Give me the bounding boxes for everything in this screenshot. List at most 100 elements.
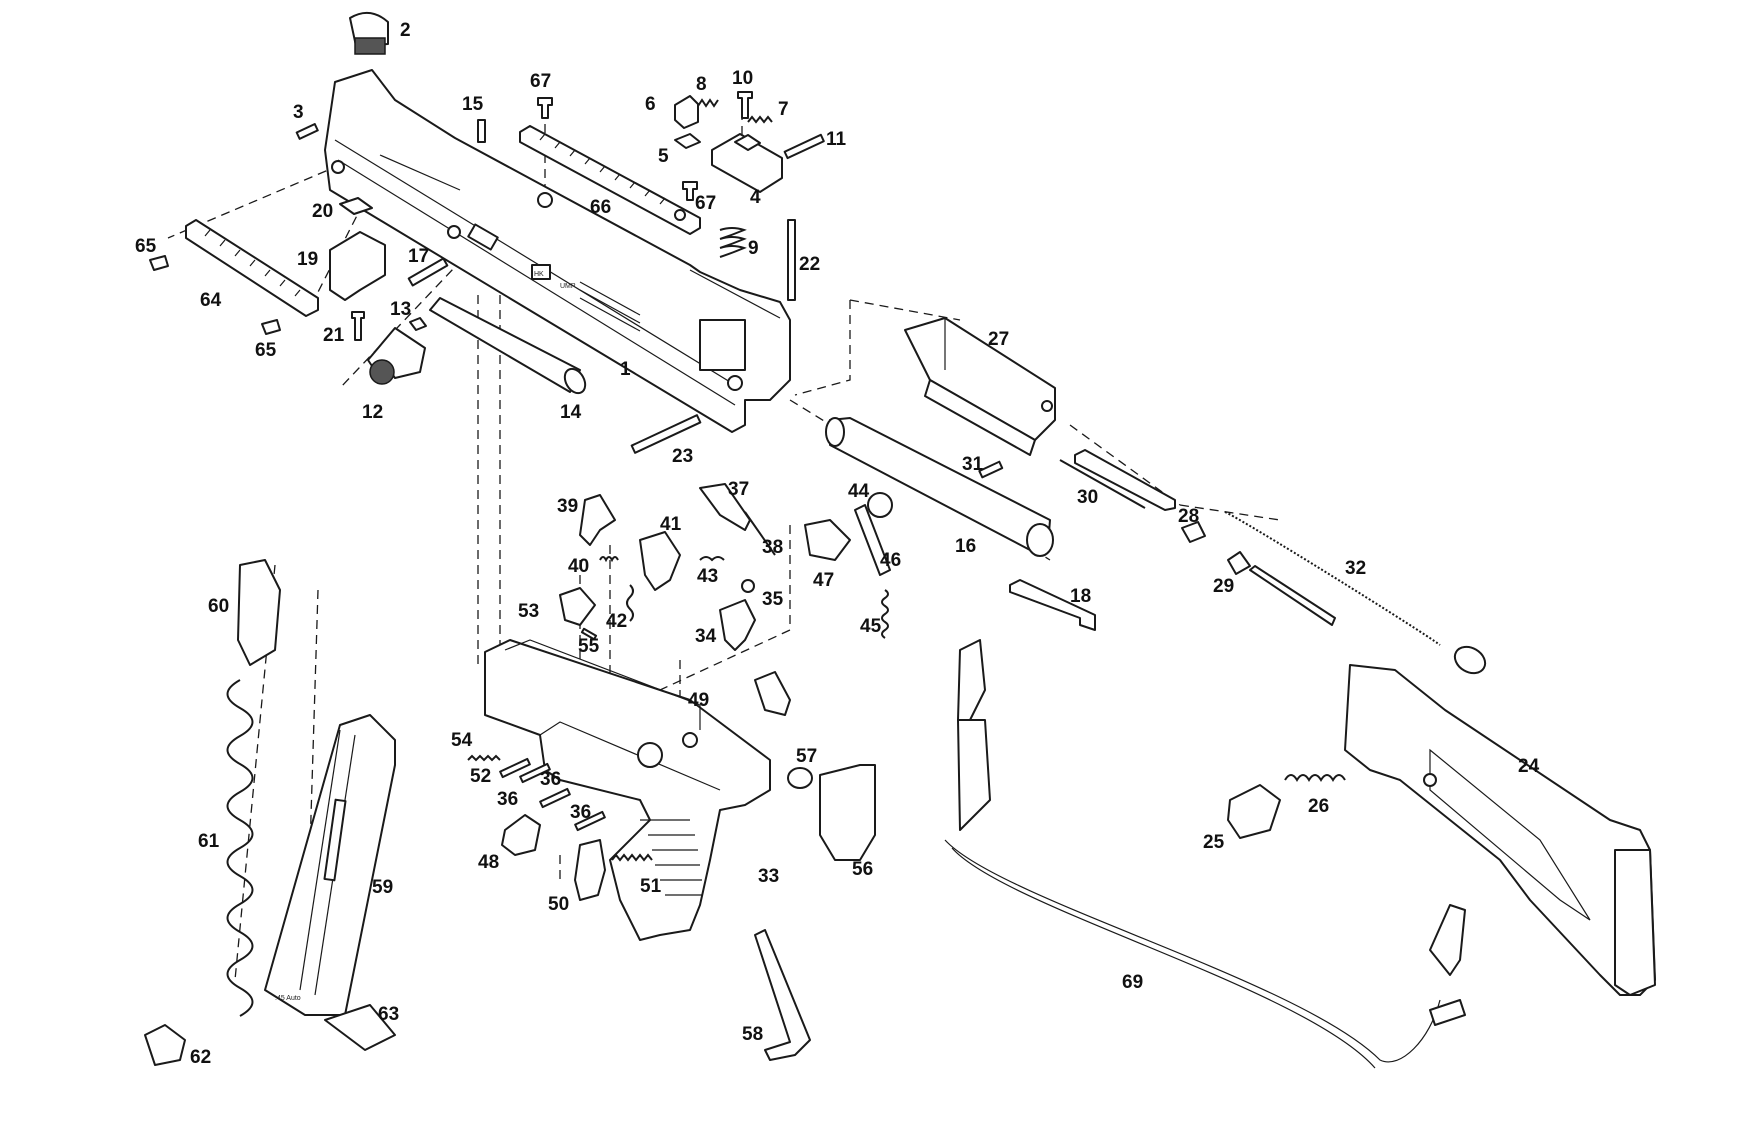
label-part-41: 41 <box>660 514 682 535</box>
follower <box>237 559 281 666</box>
label-part-36b: 36 <box>497 789 518 810</box>
stock-latch <box>1227 784 1281 839</box>
barrel <box>825 417 1054 557</box>
label-part-48: 48 <box>478 852 499 873</box>
label-part-30: 30 <box>1077 487 1098 508</box>
callout-labels: 1 2 3 4 5 6 7 8 9 10 11 12 13 14 15 16 1… <box>135 20 1540 1068</box>
magazine-release <box>574 839 606 901</box>
label-part-47: 47 <box>813 570 834 591</box>
label-part-54: 54 <box>451 730 473 751</box>
label-part-46: 46 <box>880 550 901 571</box>
label-part-1: 1 <box>620 359 631 380</box>
label-part-62: 62 <box>190 1047 211 1068</box>
label-part-9: 9 <box>748 238 759 259</box>
label-part-16: 16 <box>955 536 976 557</box>
label-part-52: 52 <box>470 766 491 787</box>
label-part-53: 53 <box>518 601 539 622</box>
label-part-58: 58 <box>742 1024 763 1045</box>
bushing <box>1181 521 1206 543</box>
label-part-35: 35 <box>762 589 784 610</box>
label-part-5: 5 <box>658 146 669 167</box>
hammer-spring <box>626 584 634 622</box>
recoil-spring <box>1224 511 1487 675</box>
label-part-32: 32 <box>1345 558 1366 579</box>
locking-bar <box>1009 579 1096 631</box>
sear-spring <box>744 511 776 556</box>
thin-spring <box>1059 459 1146 509</box>
small-spring <box>599 556 619 563</box>
screw <box>149 255 169 271</box>
spring <box>699 556 725 562</box>
cocking-lever-grip <box>369 359 395 385</box>
label-part-63: 63 <box>378 1004 399 1025</box>
catch-block <box>804 519 851 561</box>
spring <box>611 853 653 862</box>
label-part-67a: 67 <box>530 71 551 92</box>
pin <box>787 219 796 301</box>
pin <box>407 257 449 287</box>
pin <box>295 123 319 140</box>
receiver-upper: HK UMP <box>324 69 791 433</box>
label-part-2: 2 <box>400 20 411 41</box>
label-part-65a: 65 <box>135 236 157 257</box>
label-part-57: 57 <box>796 746 817 767</box>
label-part-21: 21 <box>323 325 345 346</box>
receiver-model: UMP <box>560 283 576 290</box>
pin <box>539 787 571 809</box>
folding-stock <box>1344 664 1656 996</box>
label-part-20: 20 <box>312 201 333 222</box>
label-part-7: 7 <box>778 99 789 120</box>
label-part-29: 29 <box>1213 576 1234 597</box>
screw <box>537 97 553 119</box>
lower-receiver <box>484 639 771 941</box>
guide-rod <box>1249 565 1336 626</box>
label-part-3: 3 <box>293 102 304 123</box>
label-part-34: 34 <box>695 626 717 647</box>
sight-block <box>329 231 386 301</box>
magazine-spring <box>226 679 254 1017</box>
label-part-64: 64 <box>200 290 222 311</box>
label-part-60: 60 <box>208 596 229 617</box>
label-part-42: 42 <box>606 611 627 632</box>
magazine-floorplate <box>144 1024 186 1066</box>
top-rail <box>519 125 701 235</box>
recoil-guide-plate <box>1074 449 1176 511</box>
screw <box>351 311 365 341</box>
label-part-24: 24 <box>1518 756 1540 777</box>
buffer <box>1227 551 1251 575</box>
label-part-66: 66 <box>590 197 611 218</box>
label-part-4: 4 <box>750 187 761 208</box>
small-nut <box>409 317 427 331</box>
pin <box>574 810 606 832</box>
label-part-59: 59 <box>372 877 393 898</box>
label-part-18: 18 <box>1070 586 1091 607</box>
label-part-43: 43 <box>697 566 718 587</box>
label-part-36a: 36 <box>540 769 561 790</box>
pin <box>477 119 486 143</box>
spring <box>719 227 747 258</box>
hammer <box>639 531 681 591</box>
label-part-13: 13 <box>390 299 411 320</box>
pin <box>978 460 1004 479</box>
label-part-10: 10 <box>732 68 753 89</box>
sling <box>944 639 1466 1069</box>
receiver-logo: HK <box>534 271 544 278</box>
pin <box>630 414 702 454</box>
catch-lever <box>854 504 891 576</box>
label-part-26: 26 <box>1308 796 1329 817</box>
label-part-14: 14 <box>560 402 582 423</box>
label-part-28: 28 <box>1178 506 1199 527</box>
label-part-37: 37 <box>728 479 749 500</box>
nut <box>339 197 373 215</box>
label-part-27: 27 <box>988 329 1009 350</box>
label-part-33: 33 <box>758 866 779 887</box>
label-part-19: 19 <box>297 249 318 270</box>
label-part-40: 40 <box>568 556 589 577</box>
disconnector <box>579 494 616 546</box>
charging-tube <box>429 297 587 395</box>
bolt-carrier <box>904 317 1056 456</box>
selector-knob <box>501 814 541 856</box>
label-part-23: 23 <box>672 446 693 467</box>
